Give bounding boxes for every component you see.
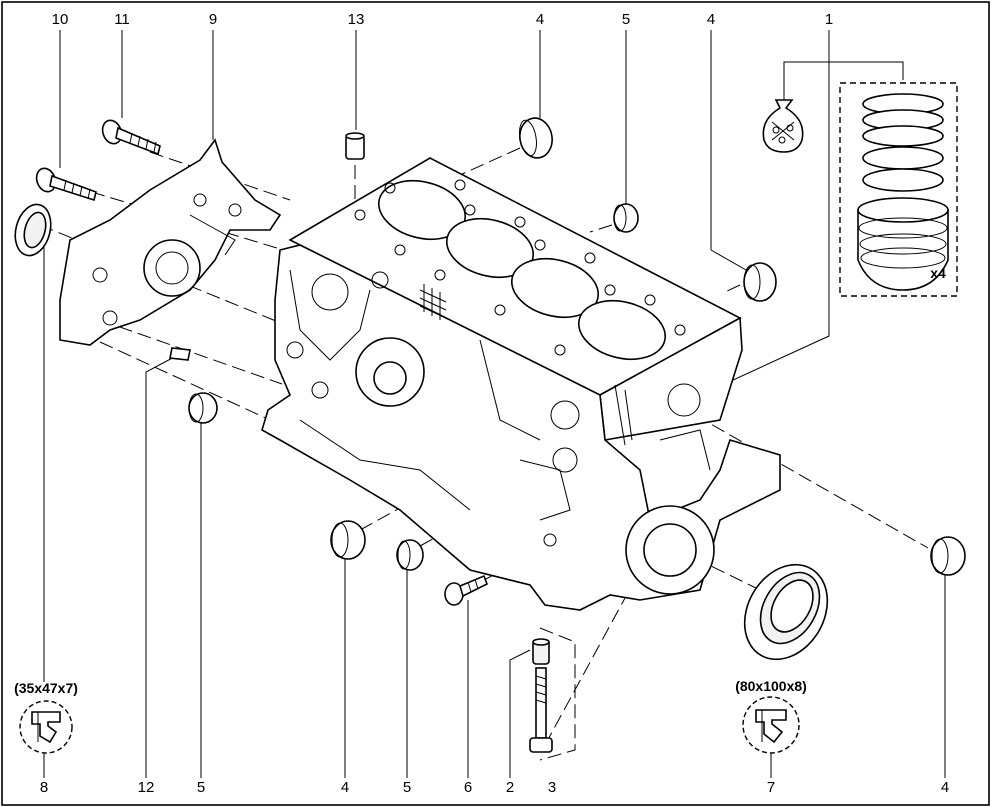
callout-4-bottom-a: 4 (341, 779, 349, 796)
core-plug-5-top (613, 203, 639, 233)
callout-7: 7 (767, 779, 775, 796)
long-bolt-3 (529, 667, 553, 753)
leader-lines (43, 30, 946, 778)
callout-12: 12 (138, 779, 155, 796)
callout-5-top: 5 (622, 11, 630, 28)
callout-5-bottom-a: 5 (197, 779, 205, 796)
core-plug-4-top-a (519, 117, 553, 159)
core-plug-4-top-b (743, 262, 777, 302)
callout-4-top-a: 4 (536, 11, 544, 28)
callout-8: 8 (40, 779, 48, 796)
callout-6: 6 (464, 779, 472, 796)
callout-10: 10 (52, 11, 69, 28)
plug-bolt-6 (444, 574, 489, 606)
dowel-sleeve-13 (345, 132, 365, 160)
liner-kit-box: x4 (839, 82, 958, 297)
core-plug-4-bottom-b (930, 536, 966, 576)
front-cover (59, 138, 282, 346)
rear-crank-seal (743, 563, 829, 661)
bolt-10 (35, 167, 97, 202)
callout-1: 1 (825, 11, 833, 28)
seal-size-left: (35x47x7) (14, 680, 78, 696)
callout-13: 13 (348, 11, 365, 28)
sleeve-2 (532, 638, 550, 665)
grease-bag-icon (762, 99, 804, 153)
kit-quantity: x4 (930, 265, 946, 281)
callout-2: 2 (506, 779, 514, 796)
callout-4-bottom-b: 4 (941, 779, 949, 796)
seal-size-right: (80x100x8) (735, 678, 807, 694)
lip-seal-section-icon (742, 696, 800, 754)
bolt-11 (101, 119, 161, 156)
core-plug-5-bottom-a (188, 392, 218, 424)
front-crank-seal (14, 203, 52, 257)
lip-seal-section-icon (19, 700, 73, 754)
callout-4-top-b: 4 (707, 11, 715, 28)
cylinder-block (261, 157, 781, 611)
core-plug-5-bottom-b (396, 539, 424, 571)
callout-3: 3 (548, 779, 556, 796)
dowel-pin-12 (169, 347, 191, 361)
core-plug-4-bottom-a (330, 520, 366, 560)
callout-9: 9 (209, 11, 217, 28)
callout-5-bottom-b: 5 (403, 779, 411, 796)
callout-11: 11 (114, 11, 130, 28)
